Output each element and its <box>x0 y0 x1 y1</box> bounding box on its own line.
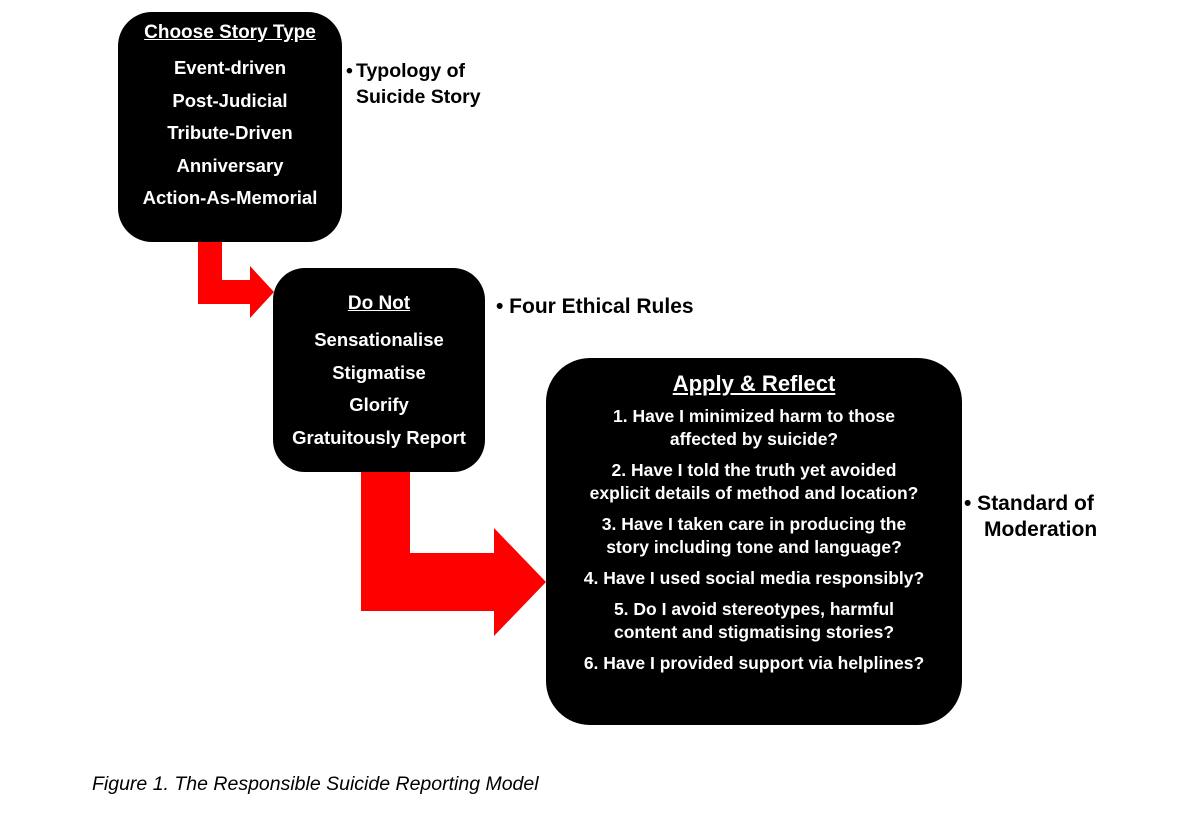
apply-reflect-heading: Apply & Reflect <box>672 371 836 396</box>
question-line: affected by suicide? <box>669 429 839 449</box>
question-line: 5. Do I avoid stereotypes, harmful <box>613 599 895 619</box>
question-2: 2. Have I told the truth yet avoided exp… <box>566 459 942 505</box>
apply-reflect-box: Apply & Reflect 1. Have I minimized harm… <box>546 358 962 725</box>
typology-label-line2: Suicide Story <box>356 86 481 108</box>
question-line: content and stigmatising stories? <box>613 622 895 642</box>
do-not-box: Do Not Sensationalise Stigmatise Glorify… <box>273 268 485 472</box>
ethical-rules-label: • Four Ethical Rules <box>496 295 694 318</box>
do-not-heading: Do Not <box>347 293 411 314</box>
question-line: 6. Have I provided support via helplines… <box>583 653 925 673</box>
question-4: 4. Have I used social media responsibly? <box>566 567 942 590</box>
question-line: 3. Have I taken care in producing the <box>601 514 907 534</box>
question-6: 6. Have I provided support via helplines… <box>566 652 942 675</box>
story-type-item: Anniversary <box>176 154 284 176</box>
question-1: 1. Have I minimized harm to those affect… <box>566 405 942 451</box>
question-line: explicit details of method and location? <box>589 483 919 503</box>
typology-label-line1: Typology of <box>356 60 466 82</box>
story-type-item: Post-Judicial <box>172 89 288 111</box>
moderation-label-line1: • Standard of <box>964 492 1094 515</box>
story-type-box: Choose Story Type Event-driven Post-Judi… <box>118 12 342 242</box>
arrow-1 <box>198 240 274 318</box>
figure-caption: Figure 1. The Responsible Suicide Report… <box>92 773 539 795</box>
question-line: story including tone and language? <box>606 537 902 557</box>
question-5: 5. Do I avoid stereotypes, harmful conte… <box>566 598 942 644</box>
story-type-item: Tribute-Driven <box>167 122 293 143</box>
question-line: 2. Have I told the truth yet avoided <box>611 460 897 480</box>
question-line: 1. Have I minimized harm to those <box>612 406 896 426</box>
question-3: 3. Have I taken care in producing the st… <box>566 513 942 559</box>
do-not-item: Sensationalise <box>314 329 444 350</box>
arrow-2 <box>361 472 546 636</box>
bullet: • <box>346 60 353 82</box>
story-type-item: Event-driven <box>173 57 287 78</box>
question-line: 4. Have I used social media responsibly? <box>583 568 925 588</box>
do-not-item: Stigmatise <box>332 361 426 383</box>
story-type-item: Action-As-Memorial <box>142 187 318 208</box>
moderation-label-line2: Moderation <box>984 518 1098 541</box>
moderation-label: • Standard of Moderation <box>964 491 1097 543</box>
do-not-item: Gratuitously Report <box>292 426 466 448</box>
typology-label: • Typology of Suicide Story <box>346 58 481 110</box>
story-type-heading: Choose Story Type <box>144 22 316 43</box>
do-not-item: Glorify <box>349 394 409 415</box>
